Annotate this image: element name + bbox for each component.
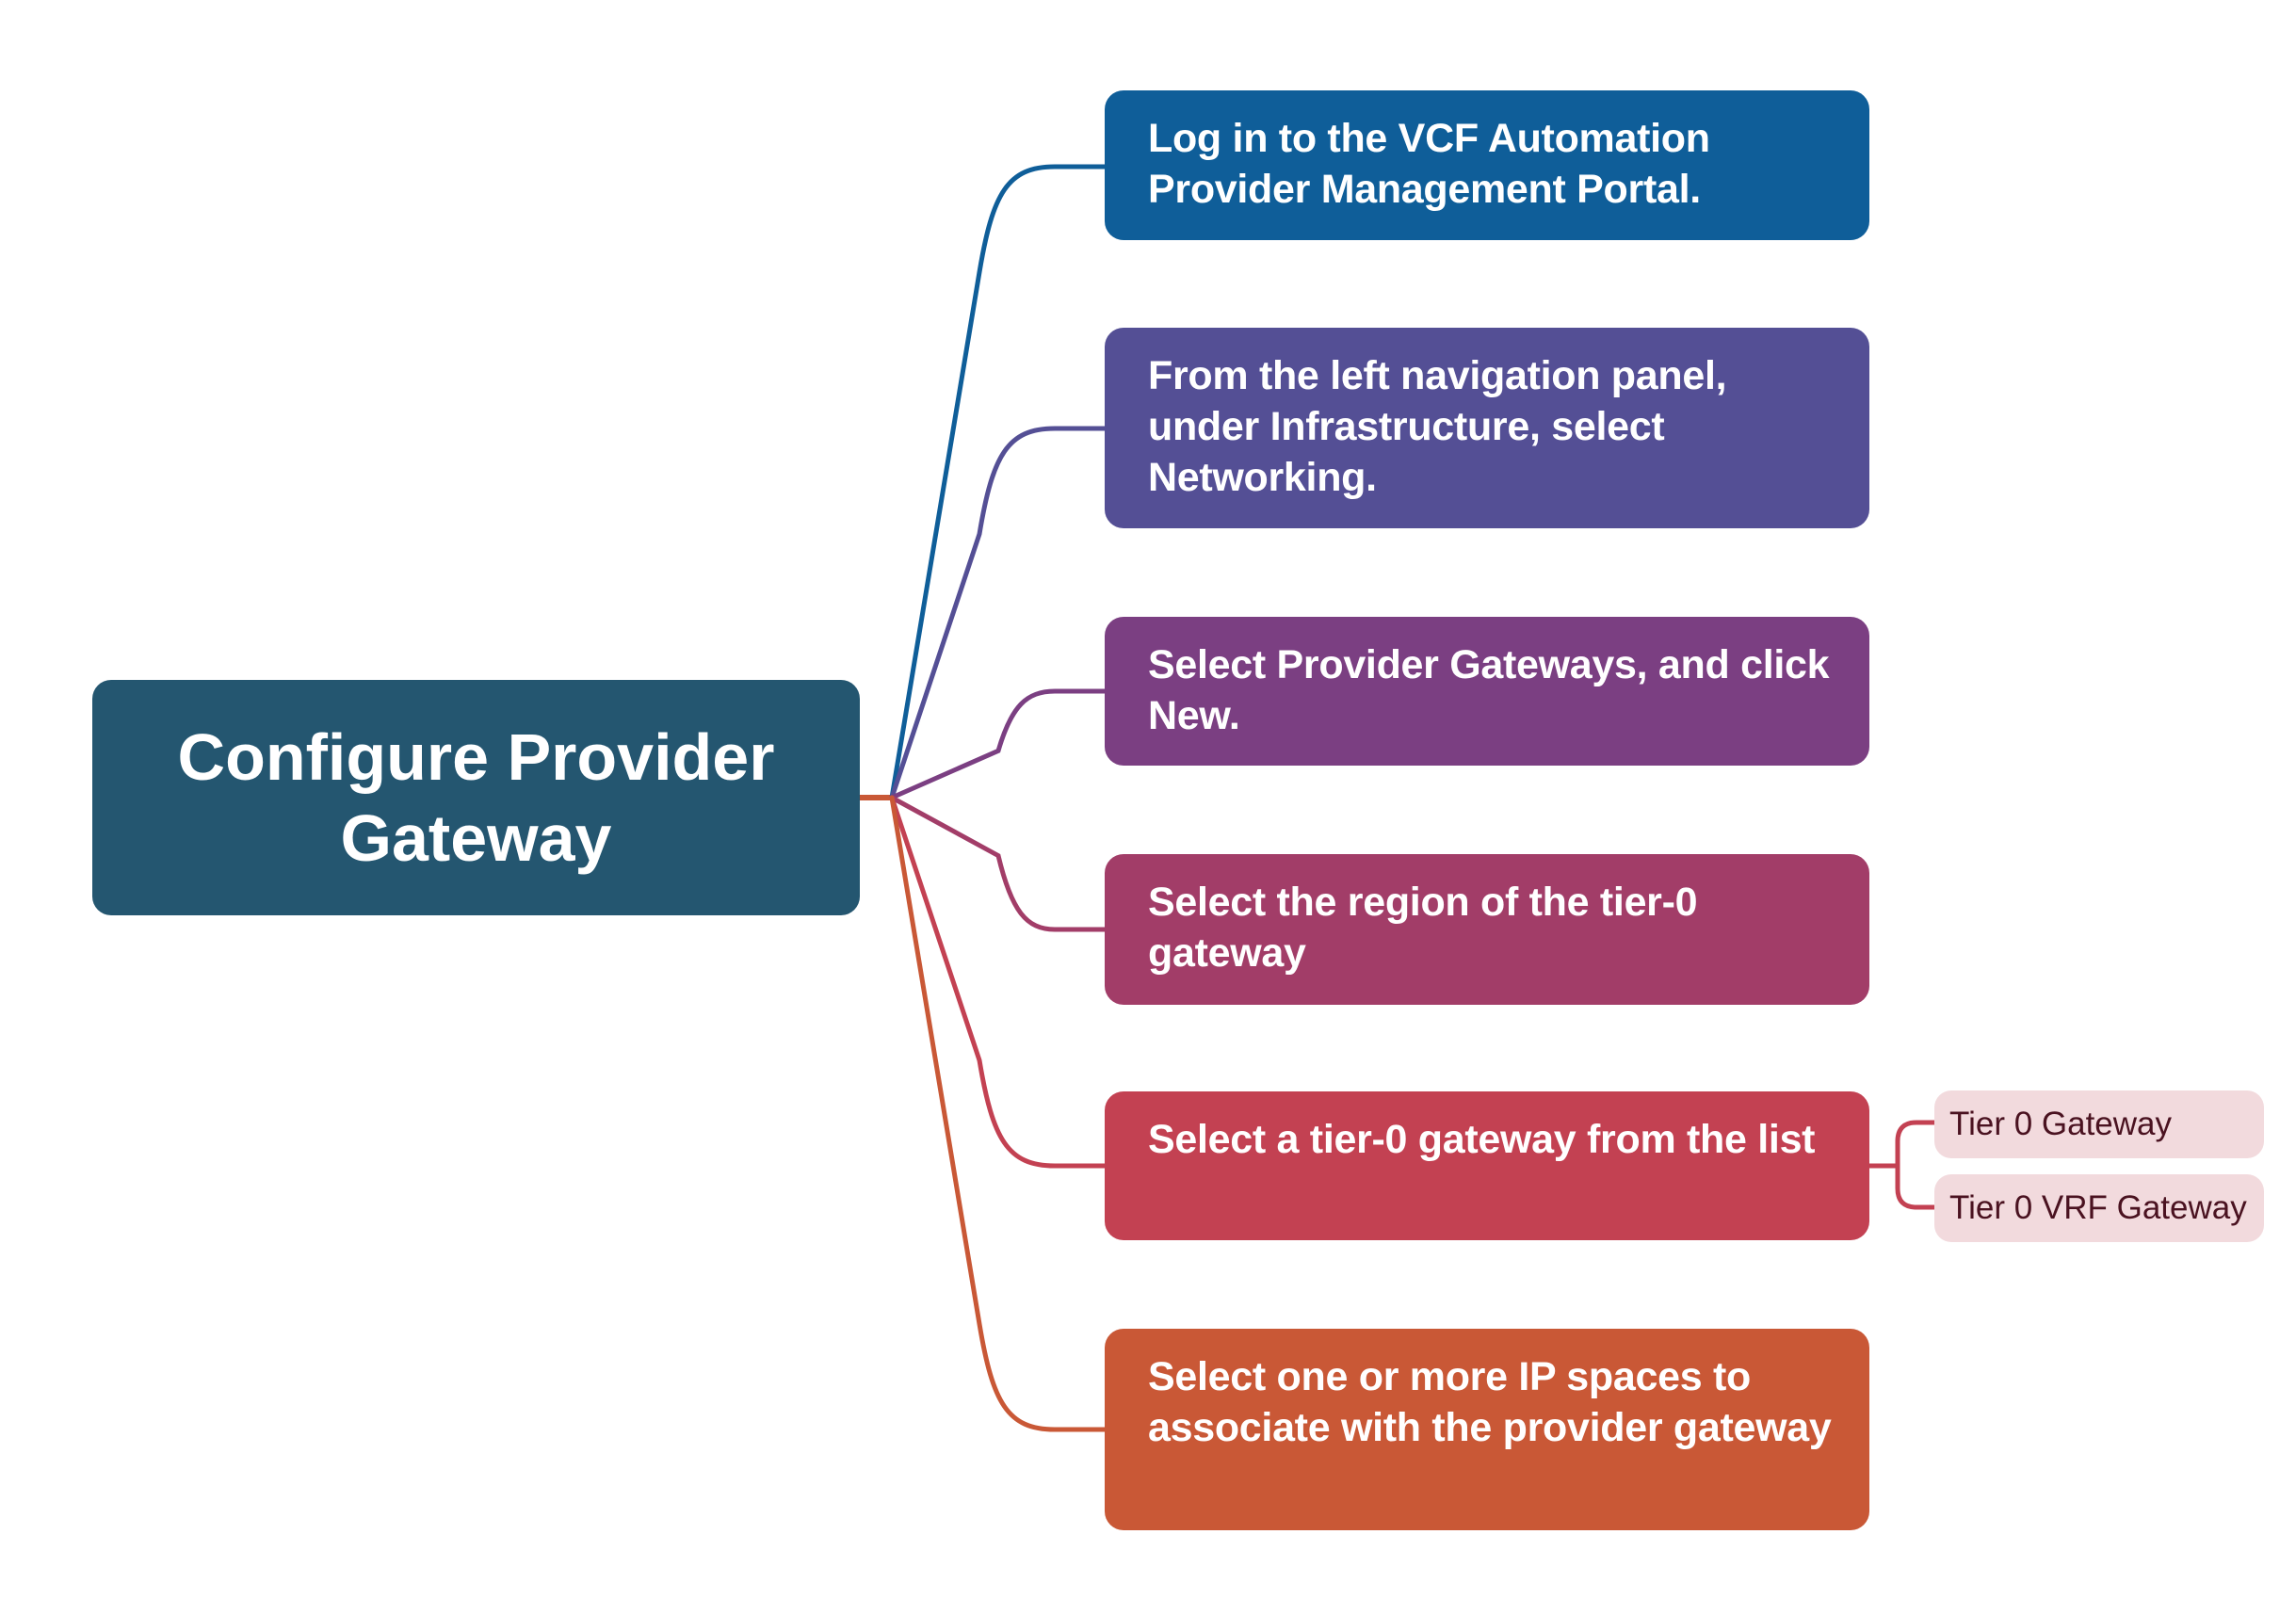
- step-text: From the left navigation panel, under In…: [1148, 353, 1727, 500]
- step-text: Select one or more IP spaces to associat…: [1148, 1354, 1832, 1450]
- step-text: Select Provider Gateways, and click New.: [1148, 642, 1830, 738]
- sub-connector-tier0: [1895, 1120, 1937, 1169]
- step-connector-1: [889, 164, 1108, 800]
- step-text: Log in to the VCF Automation Provider Ma…: [1148, 116, 1710, 212]
- sub-node-tier0-vrf-gateway: Tier 0 VRF Gateway: [1934, 1174, 2264, 1242]
- step-node-navigation: From the left navigation panel, under In…: [1105, 328, 1869, 528]
- sub-node-text: Tier 0 VRF Gateway: [1949, 1189, 2247, 1226]
- step-node-select-region: Select the region of the tier-0 gateway: [1105, 854, 1869, 1005]
- step-node-login: Log in to the VCF Automation Provider Ma…: [1105, 90, 1869, 240]
- step-node-provider-gateways: Select Provider Gateways, and click New.: [1105, 617, 1869, 766]
- step-text: Select a tier-0 gateway from the list: [1148, 1117, 1816, 1162]
- step-node-ip-spaces: Select one or more IP spaces to associat…: [1105, 1329, 1869, 1530]
- root-node: Configure Provider Gateway: [92, 680, 860, 915]
- step-node-select-tier0: Select a tier-0 gateway from the list: [1105, 1091, 1869, 1240]
- step-connector-6: [889, 795, 1108, 1432]
- root-title: Configure Provider Gateway: [177, 720, 775, 875]
- sub-node-tier0-gateway: Tier 0 Gateway: [1934, 1090, 2264, 1158]
- step-text: Select the region of the tier-0 gateway: [1148, 880, 1698, 976]
- sub-node-text: Tier 0 Gateway: [1949, 1106, 2173, 1142]
- step-connector-4: [889, 795, 1108, 932]
- sub-connector-tier0-vrf: [1895, 1163, 1937, 1210]
- step-connector-2: [889, 426, 1108, 800]
- step-connector-3: [889, 688, 1108, 800]
- step-connector-5: [889, 795, 1108, 1169]
